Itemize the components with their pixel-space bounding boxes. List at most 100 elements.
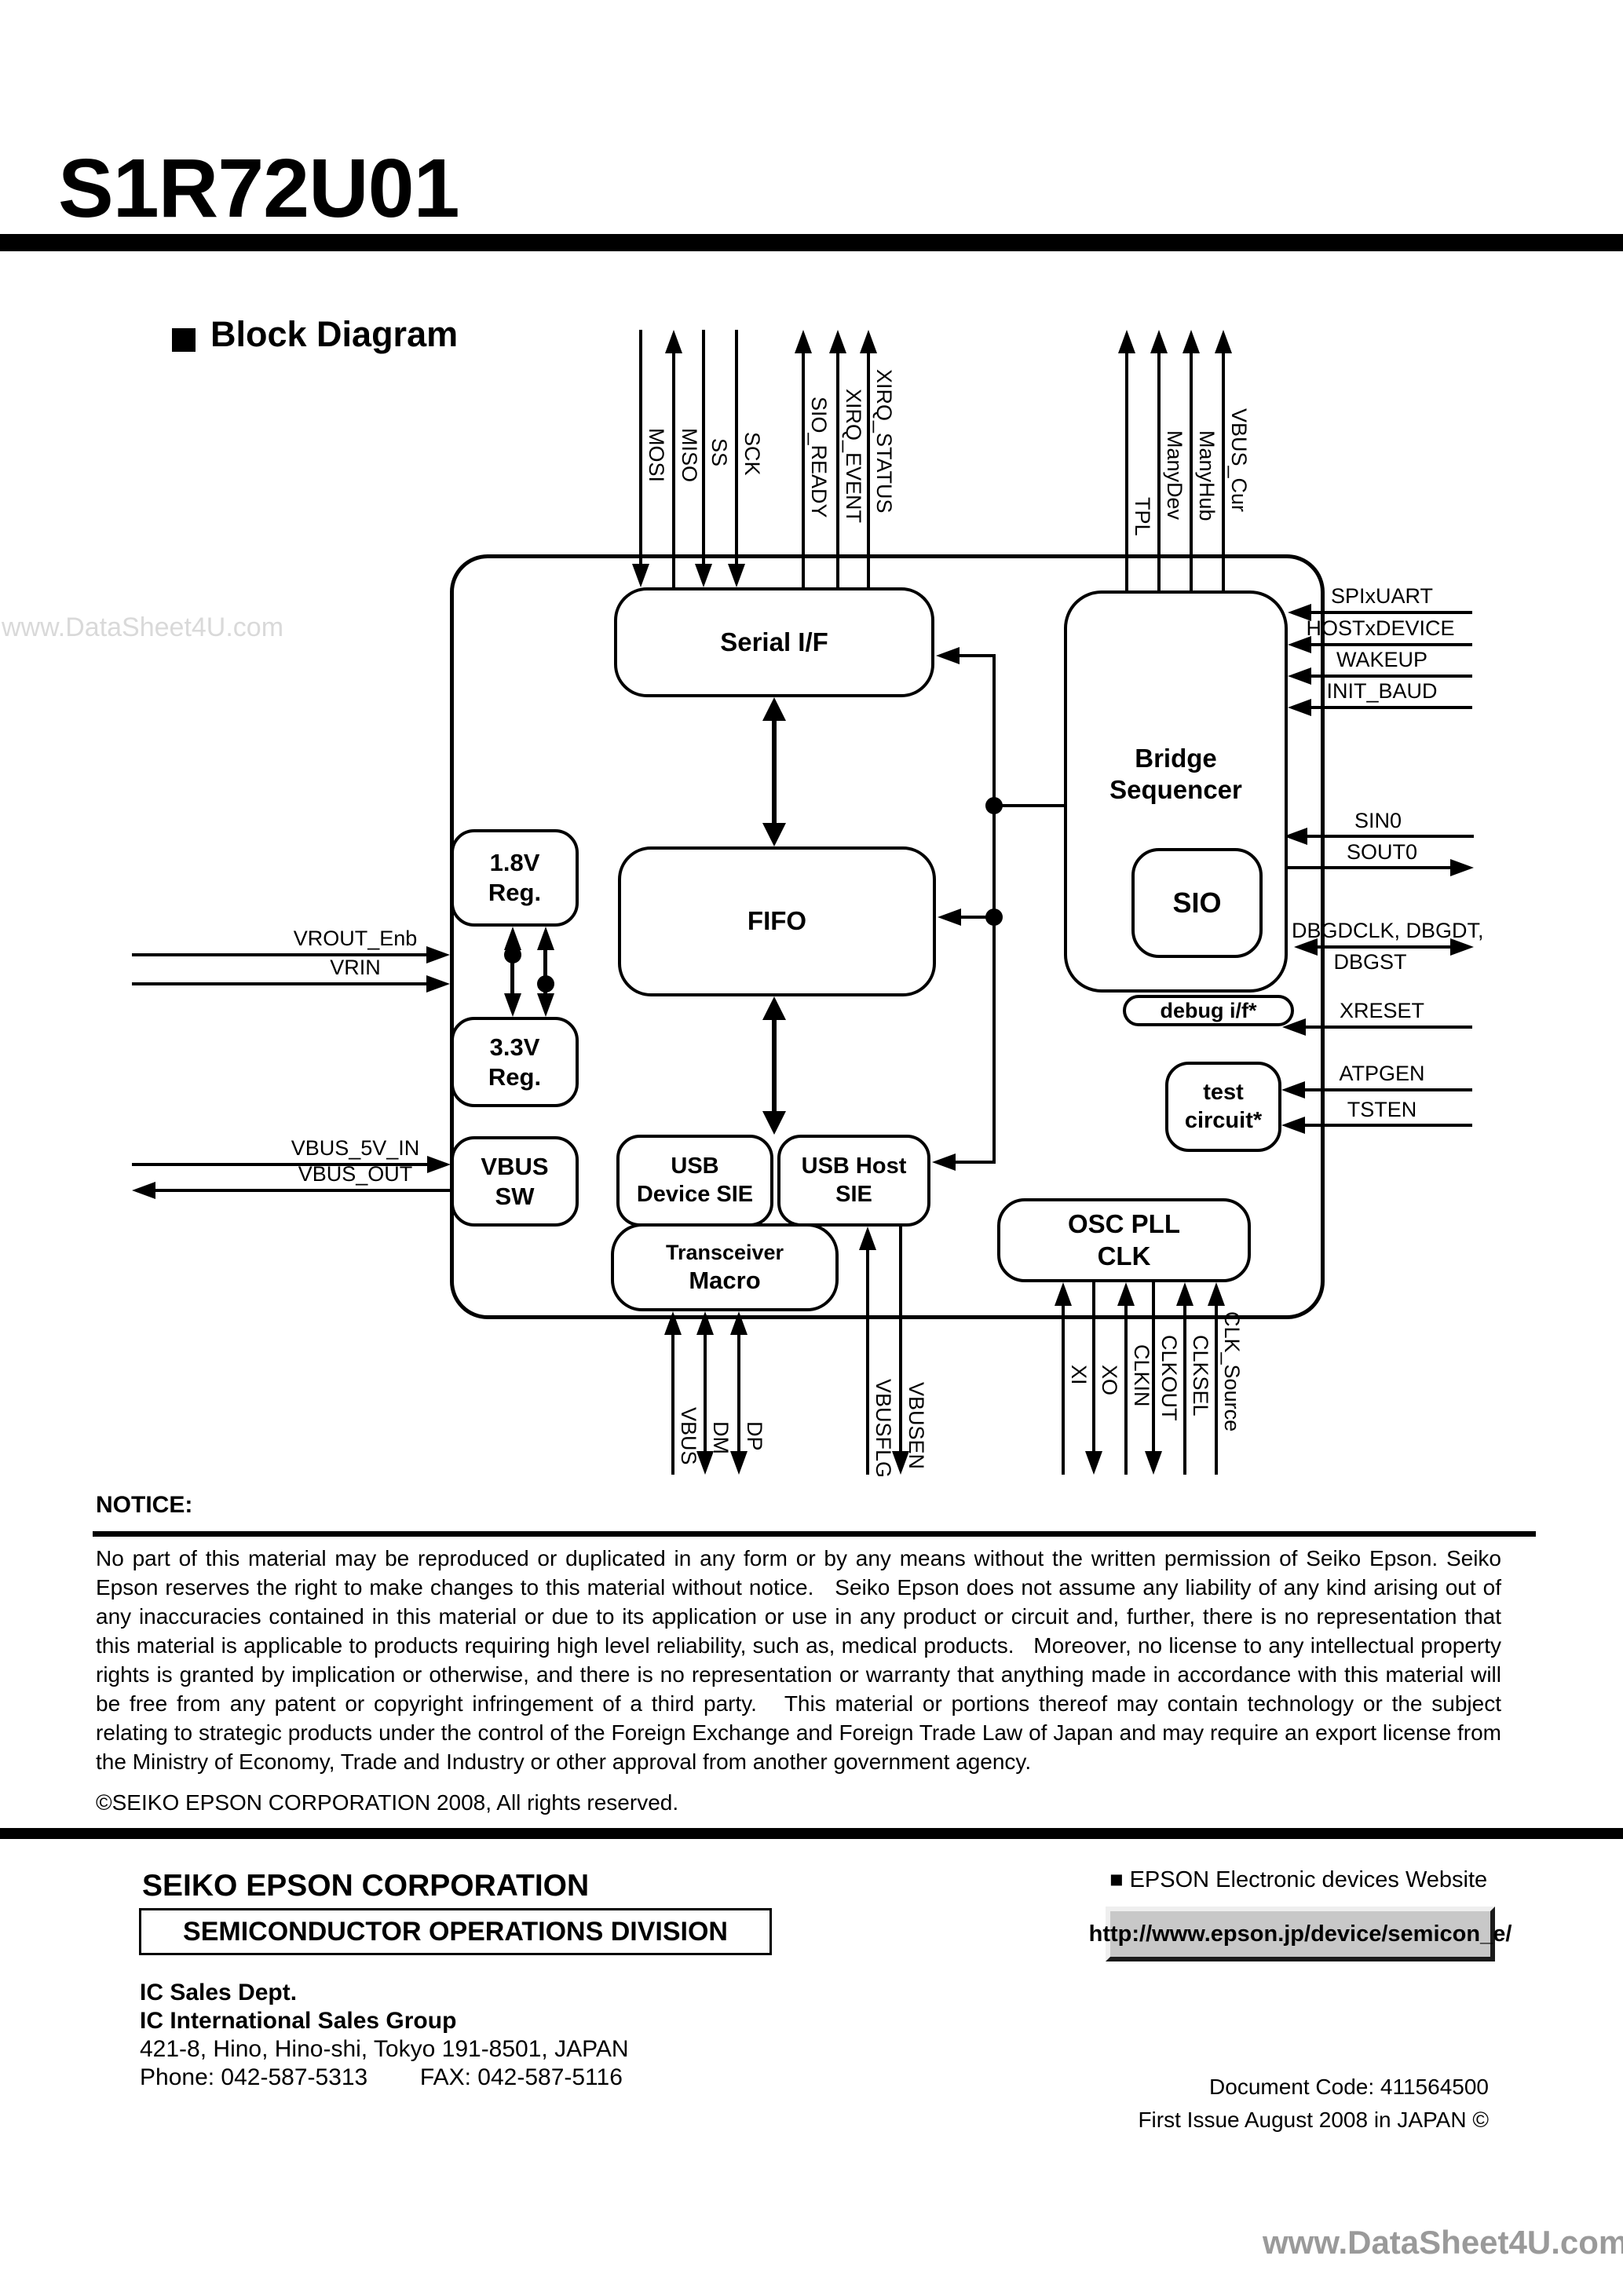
connector-line bbox=[510, 949, 514, 996]
footer-group: IC International Sales Group bbox=[140, 2008, 457, 2034]
connector-line bbox=[954, 1161, 996, 1164]
signal-label-atpgen: ATPGEN bbox=[1339, 1062, 1425, 1085]
signal-line bbox=[702, 330, 705, 564]
section-bullet-icon bbox=[172, 328, 196, 352]
arrowhead-right bbox=[1450, 859, 1474, 876]
block-label: CLK bbox=[1097, 1241, 1151, 1270]
watermark-bottom-right: www.DataSheet4U.com bbox=[1263, 2224, 1623, 2261]
block-label: VBUS bbox=[481, 1152, 549, 1180]
arrowhead-down bbox=[762, 823, 786, 846]
arrowhead-left bbox=[1288, 604, 1311, 621]
block-fifo: FIFO bbox=[618, 846, 936, 996]
footer-division-box: SEMICONDUCTOR OPERATIONS DIVISION bbox=[139, 1908, 772, 1955]
block-usb-host-sie: USB Host SIE bbox=[777, 1135, 930, 1227]
signal-label-hostxdevice: HOSTxDEVICE bbox=[1306, 616, 1455, 640]
signal-line bbox=[1310, 706, 1472, 709]
arrowhead-down bbox=[730, 1451, 748, 1475]
signal-line bbox=[1190, 352, 1193, 590]
signal-label-sout0: SOUT0 bbox=[1346, 840, 1418, 864]
arrowhead-down bbox=[762, 1111, 786, 1135]
signal-label-xi: XI bbox=[1067, 1365, 1091, 1385]
copyright-line: ©SEIKO EPSON CORPORATION 2008, All right… bbox=[96, 1790, 679, 1815]
block-label: USB bbox=[671, 1153, 719, 1179]
signal-label-vbus: VBUS bbox=[677, 1407, 700, 1465]
signal-label-clkin: CLKIN bbox=[1130, 1344, 1153, 1407]
signal-label-sin0: SIN0 bbox=[1354, 809, 1402, 832]
block-label: 1.8V bbox=[489, 849, 540, 877]
arrowhead-left bbox=[132, 1182, 155, 1199]
arrowhead-left bbox=[936, 647, 960, 664]
signal-line bbox=[1303, 1124, 1472, 1127]
arrowhead-left bbox=[1288, 636, 1311, 653]
footer-website-label: EPSON Electronic devices Website bbox=[1123, 1867, 1488, 1892]
signal-label-sck: SCK bbox=[740, 432, 764, 476]
signal-line bbox=[1222, 352, 1225, 590]
signal-line bbox=[154, 1189, 451, 1192]
arrowhead-up bbox=[829, 330, 846, 353]
arrowhead-up bbox=[1176, 1282, 1193, 1306]
arrowhead-left bbox=[938, 909, 961, 926]
signal-label-spixuart: SPIxUART bbox=[1330, 584, 1434, 608]
signal-line bbox=[1062, 1304, 1065, 1475]
connector-line bbox=[772, 1018, 777, 1113]
signal-line bbox=[1152, 1282, 1155, 1451]
footer-dept: IC Sales Dept. bbox=[140, 1980, 298, 2005]
footer-phone-fax: Phone: 042-587-5313 FAX: 042-587-5116 bbox=[140, 2064, 623, 2090]
signal-label-init-baud: INIT_BAUD bbox=[1326, 679, 1438, 703]
block-transceiver-macro: Transceiver Macro bbox=[611, 1223, 839, 1311]
notice-rule bbox=[93, 1531, 1536, 1537]
arrowhead-down bbox=[1145, 1451, 1162, 1475]
block-label: Transceiver bbox=[665, 1240, 784, 1264]
notice-body: No part of this material may be reproduc… bbox=[96, 1546, 1508, 1774]
arrowhead-right bbox=[426, 975, 450, 993]
arrowhead-left bbox=[1284, 828, 1307, 845]
document-code: Document Code: 411564500 bbox=[1209, 2075, 1489, 2099]
signal-line bbox=[737, 1333, 740, 1451]
block-vbus-sw: VBUS SW bbox=[451, 1136, 579, 1227]
footer-address: 421-8, Hino, Hino-shi, Tokyo 191-8501, J… bbox=[140, 2036, 629, 2062]
signal-label-manyhub: ManyHub bbox=[1195, 430, 1219, 521]
website-url-button[interactable]: http://www.epson.jp/device/semicon_e/ bbox=[1089, 1907, 1512, 1961]
block-label: SIO bbox=[1172, 887, 1222, 919]
signal-label-vbus-5v-in: VBUS_5V_IN bbox=[291, 1136, 420, 1160]
block-label: test bbox=[1203, 1080, 1244, 1106]
signal-label-ss: SS bbox=[707, 438, 731, 467]
block-label: Reg. bbox=[488, 879, 542, 906]
arrowhead-up bbox=[1215, 330, 1232, 353]
signal-label-sio-ready: SIO_READY bbox=[807, 397, 831, 518]
block-sio: SIO bbox=[1131, 848, 1263, 958]
block-label: circuit* bbox=[1184, 1107, 1263, 1133]
connector-line bbox=[772, 719, 777, 824]
block-serial-if: Serial I/F bbox=[614, 587, 934, 697]
arrowhead-up bbox=[795, 330, 812, 353]
arrowhead-down bbox=[892, 1451, 909, 1475]
connector-line bbox=[543, 949, 547, 996]
signal-line bbox=[1125, 352, 1128, 590]
signal-label-tsten: TSTEN bbox=[1347, 1098, 1417, 1121]
signal-line bbox=[132, 982, 428, 985]
arrowhead-down bbox=[632, 564, 649, 587]
signal-line bbox=[1304, 1026, 1472, 1029]
signal-line bbox=[1310, 611, 1472, 614]
arrowhead-up bbox=[762, 697, 786, 721]
signal-line bbox=[639, 330, 642, 564]
signal-line bbox=[671, 1333, 674, 1475]
website-url-label: http://www.epson.jp/device/semicon_e/ bbox=[1088, 1921, 1512, 1947]
signal-line bbox=[1306, 835, 1474, 838]
signal-label-vbus-cur: VBUS_Cur bbox=[1227, 408, 1251, 513]
block-1v8-reg: 1.8V Reg. bbox=[451, 829, 579, 927]
block-test-circuit: test circuit* bbox=[1165, 1062, 1281, 1152]
arrowhead-up bbox=[859, 1227, 876, 1250]
signal-label-vbusflg: VBUSFLG bbox=[872, 1379, 895, 1479]
signal-line bbox=[867, 352, 870, 587]
signal-line bbox=[1124, 1304, 1128, 1475]
block-label: FIFO bbox=[747, 906, 807, 936]
signal-line bbox=[704, 1333, 707, 1451]
block-label: Bridge bbox=[1135, 744, 1217, 773]
block-debug-if: debug i/f* bbox=[1123, 995, 1294, 1026]
signal-label-manydev: ManyDev bbox=[1163, 430, 1186, 521]
signal-label-xirq-event: XIRQ_EVENT bbox=[842, 389, 865, 524]
title-rule bbox=[0, 234, 1623, 251]
signal-line bbox=[672, 352, 675, 587]
notice-heading: NOTICE: bbox=[96, 1492, 193, 1518]
